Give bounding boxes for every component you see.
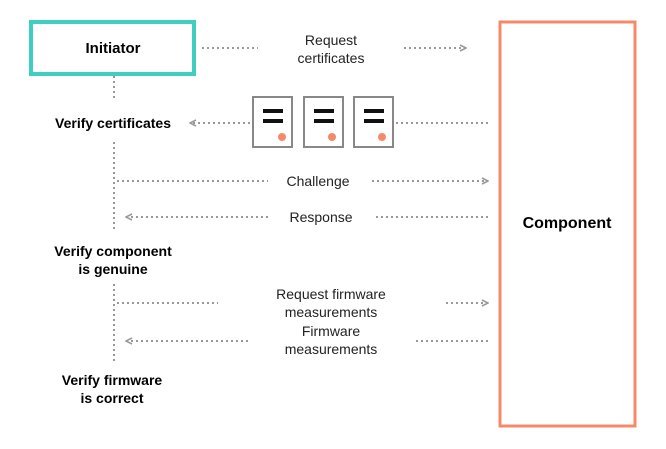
initiator-label: Initiator xyxy=(86,40,141,57)
msg-firmware-measurements-2: measurements xyxy=(285,341,378,357)
step-verify-certificates: Verify certificates xyxy=(55,115,171,131)
msg-request-certificates-1: Request xyxy=(305,32,357,48)
initiator-box xyxy=(29,20,196,76)
step-verify-firmware-1: Verify firmware xyxy=(62,372,163,388)
step-verify-component-2: is genuine xyxy=(78,261,147,277)
msg-request-certificates-2: certificates xyxy=(298,50,365,66)
step-verify-firmware-2: is correct xyxy=(80,390,143,406)
component-box xyxy=(498,20,637,428)
msg-firmware-measurements-1: Firmware xyxy=(302,323,361,339)
msg-response: Response xyxy=(289,209,352,225)
msg-request-firmware-2: measurements xyxy=(285,304,378,320)
certificate-icon xyxy=(303,96,344,148)
certificate-icon xyxy=(252,96,293,148)
certificate-icon xyxy=(353,96,394,148)
msg-challenge: Challenge xyxy=(286,173,349,189)
component-label: Component xyxy=(523,215,613,232)
msg-request-firmware-1: Request firmware xyxy=(276,286,386,302)
step-verify-component-1: Verify component xyxy=(54,243,172,259)
